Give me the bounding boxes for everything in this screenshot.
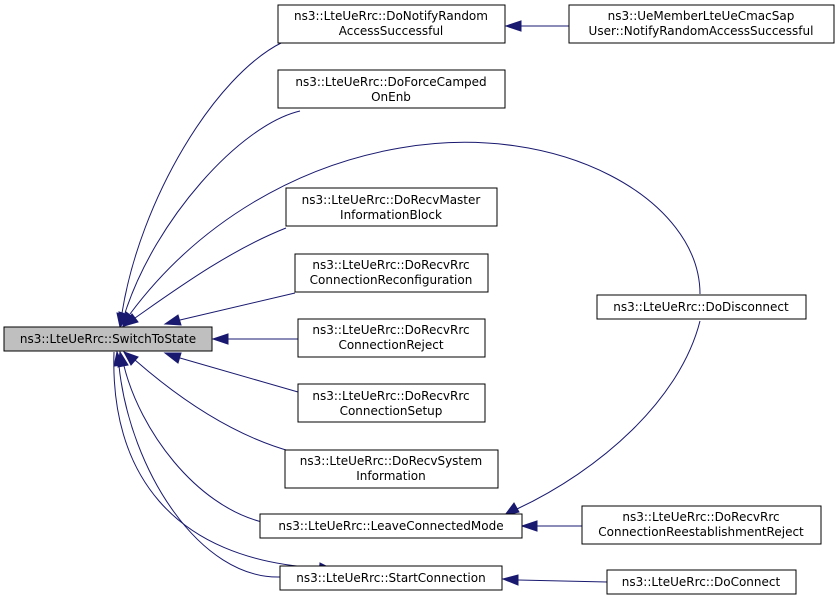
- node-label-line-1: ns3::LteUeRrc::DoRecvSystem: [300, 454, 482, 468]
- node-label-line-1: ns3::LteUeRrc::DoRecvRrc: [312, 323, 469, 337]
- node-label-line-1: ns3::LteUeRrc::DoRecvMaster: [302, 193, 481, 207]
- node-label-line-2: User::NotifyRandomAccessSuccessful: [589, 24, 814, 38]
- node-do-connect[interactable]: ns3::LteUeRrc::DoConnect: [606, 569, 797, 595]
- node-label: ns3::LteUeRrc::StartConnection: [296, 571, 485, 585]
- nodes: ns3::LteUeRrc::SwitchToState ns3::LteUeR…: [3, 4, 835, 595]
- edge-reject-to-switch: [211, 333, 298, 345]
- edge-setup-to-switch: [163, 352, 299, 393]
- edge-sysinfo-to-switch: [122, 351, 294, 453]
- node-do-recv-rrc-connection-reject[interactable]: ns3::LteUeRrc::DoRecvRrc ConnectionRejec…: [297, 318, 486, 358]
- node-do-recv-system-information[interactable]: ns3::LteUeRrc::DoRecvSystem Information: [284, 449, 499, 489]
- node-label: ns3::LteUeRrc::SwitchToState: [20, 332, 196, 346]
- node-do-force-camped-on-enb[interactable]: ns3::LteUeRrc::DoForceCamped OnEnb: [277, 69, 506, 109]
- edge-leave-to-switch: [117, 350, 263, 523]
- node-do-recv-master-information-block[interactable]: ns3::LteUeRrc::DoRecvMaster InformationB…: [285, 187, 498, 227]
- edge-cmac-to-notify: [504, 20, 569, 32]
- edges: [113, 20, 701, 586]
- node-do-notify-random-access-successful[interactable]: ns3::LteUeRrc::DoNotifyRandom AccessSucc…: [277, 4, 506, 44]
- node-label-line-2: Information: [356, 469, 425, 483]
- node-label-line-2: ConnectionReject: [338, 338, 443, 352]
- node-label: ns3::LteUeRrc::DoDisconnect: [613, 300, 789, 314]
- node-label-line-1: ns3::LteUeRrc::DoRecvRrc: [622, 510, 779, 524]
- node-leave-connected-mode[interactable]: ns3::LteUeRrc::LeaveConnectedMode: [259, 513, 523, 539]
- edge-disconnect-to-leave: [503, 320, 701, 516]
- node-label-line-2: ConnectionSetup: [340, 404, 443, 418]
- node-label-line-1: ns3::LteUeRrc::DoRecvRrc: [312, 389, 469, 403]
- edge-start-to-switch: [113, 350, 282, 578]
- node-label-line-1: ns3::LteUeRrc::DoRecvRrc: [312, 258, 469, 272]
- node-do-recv-rrc-connection-reconfiguration[interactable]: ns3::LteUeRrc::DoRecvRrc ConnectionRecon…: [294, 253, 489, 293]
- node-do-recv-rrc-connection-reestablishment-reject[interactable]: ns3::LteUeRrc::DoRecvRrc ConnectionReest…: [581, 505, 822, 545]
- edge-connect-to-start: [501, 574, 608, 586]
- node-notify-random-access-successful-cmac[interactable]: ns3::UeMemberLteUeCmacSap User::NotifyRa…: [568, 4, 835, 44]
- node-label-line-2: AccessSuccessful: [339, 24, 444, 38]
- node-label-line-1: ns3::LteUeRrc::DoForceCamped: [295, 75, 486, 89]
- node-label-line-2: ConnectionReconfiguration: [310, 273, 473, 287]
- edge-reestab-to-leave: [520, 520, 582, 532]
- node-label-line-1: ns3::UeMemberLteUeCmacSap: [608, 9, 795, 23]
- node-do-disconnect[interactable]: ns3::LteUeRrc::DoDisconnect: [596, 294, 807, 320]
- node-label-line-2: ConnectionReestablishmentReject: [598, 525, 804, 539]
- node-label-line-2: InformationBlock: [340, 208, 442, 222]
- node-label-line-2: OnEnb: [371, 90, 411, 104]
- node-start-connection[interactable]: ns3::LteUeRrc::StartConnection: [279, 565, 503, 591]
- node-do-recv-rrc-connection-setup[interactable]: ns3::LteUeRrc::DoRecvRrc ConnectionSetup: [297, 383, 486, 423]
- node-label: ns3::LteUeRrc::LeaveConnectedMode: [278, 519, 503, 533]
- edge-master-to-switch: [122, 227, 287, 327]
- node-switch-to-state[interactable]: ns3::LteUeRrc::SwitchToState: [3, 326, 213, 352]
- edge-reconfig-to-switch: [163, 292, 296, 326]
- node-label-line-1: ns3::LteUeRrc::DoNotifyRandom: [294, 9, 488, 23]
- node-label: ns3::LteUeRrc::DoConnect: [622, 575, 781, 589]
